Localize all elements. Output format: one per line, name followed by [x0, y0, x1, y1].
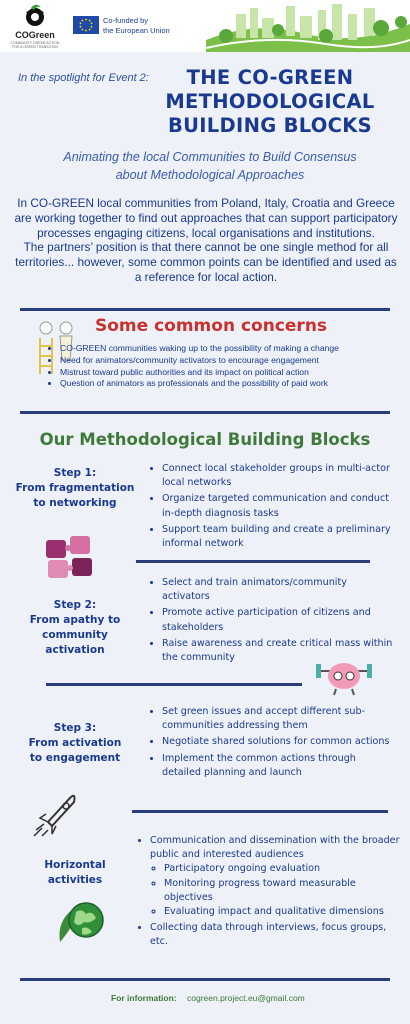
list-item: Support team building and create a preli…: [162, 523, 394, 551]
list-item: Implement the common actions through det…: [162, 752, 394, 780]
step-1-label: Step 1: From fragmentation to networking: [15, 467, 135, 509]
logo-wordmark: COGreen: [15, 30, 55, 40]
contact-email[interactable]: cogreen.project.eu@gmail.com: [187, 993, 305, 1003]
puzzle-icon: [46, 536, 92, 578]
eu-flag-icon: [73, 16, 99, 34]
list-item: Mistrust toward public authorities and i…: [60, 367, 410, 379]
section-divider: [20, 978, 390, 981]
list-item: Raise awareness and create critical mass…: [162, 637, 394, 665]
intro-paragraph: In CO-GREEN local communities from Polan…: [14, 196, 398, 284]
list-item: Connect local stakeholder groups in mult…: [162, 462, 394, 490]
horizontal-label: Horizontal activities: [44, 859, 106, 886]
page-title: THE CO-GREEN METHODOLOGICAL BUILDING BLO…: [165, 66, 375, 137]
list-item: Evaluating impact and qualitative dimens…: [164, 905, 404, 919]
blocks-heading: Our Methodological Building Blocks: [39, 430, 371, 449]
step-3-list: Set green issues and accept different su…: [148, 705, 394, 782]
cogreen-logo: COGreen COMMUNITY GREEN ACTION FOR A GRE…: [10, 4, 60, 49]
rocket-icon: [33, 794, 76, 837]
list-item: Communication and dissemination with the…: [150, 834, 404, 919]
step-1-list: Connect local stakeholder groups in mult…: [148, 462, 394, 553]
green-globe-icon: [59, 902, 104, 942]
section-divider: [136, 560, 370, 563]
list-item: Participatory ongoing evaluation: [164, 862, 404, 876]
list-item: Select and train animators/community act…: [162, 576, 394, 604]
section-divider: [20, 411, 390, 414]
green-city-illustration: [206, 0, 410, 52]
horizontal-sublist: Participatory ongoing evaluation Monitor…: [150, 862, 404, 919]
spotlight-label: In the spotlight for Event 2:: [18, 72, 149, 84]
brain-lifting-icon: [316, 663, 372, 696]
section-divider: [132, 810, 388, 813]
list-item: Organize targeted communication and cond…: [162, 492, 394, 520]
page-subtitle: Animating the local Communities to Build…: [63, 150, 357, 182]
concerns-list: CO-GREEN communities waking up to the po…: [46, 343, 410, 390]
list-item: Need for animators/community activators …: [60, 355, 410, 367]
section-divider: [46, 683, 302, 686]
people-ladder-icon: [39, 321, 73, 374]
list-item: Promote active participation of citizens…: [162, 606, 394, 634]
concerns-heading: Some common concerns: [95, 316, 328, 336]
list-item: Question of animators as professionals a…: [60, 378, 410, 390]
logo-tagline: COMMUNITY GREEN ACTION FOR A GREEN TRANS…: [10, 41, 60, 49]
step-2-list: Select and train animators/community act…: [148, 576, 394, 667]
list-item: CO-GREEN communities waking up to the po…: [60, 343, 410, 355]
footer-label: For information:: [111, 993, 177, 1003]
header-bar: COGreen COMMUNITY GREEN ACTION FOR A GRE…: [0, 0, 410, 52]
step-3-label: Step 3: From activation to engagement: [28, 722, 122, 764]
list-item: Collecting data through interviews, focu…: [150, 921, 404, 949]
list-item: Set green issues and accept different su…: [162, 705, 394, 733]
step-2-label: Step 2: From apathy to community activat…: [29, 599, 121, 656]
cogreen-gear-icon: [26, 4, 44, 26]
list-item: Negotiate shared solutions for common ac…: [162, 735, 394, 749]
eu-cofunded-text: Co-funded by the European Union: [103, 16, 170, 35]
section-divider: [20, 308, 390, 311]
horizontal-list: Communication and dissemination with the…: [136, 834, 404, 952]
list-item: Monitoring progress toward measurable ob…: [164, 877, 404, 905]
